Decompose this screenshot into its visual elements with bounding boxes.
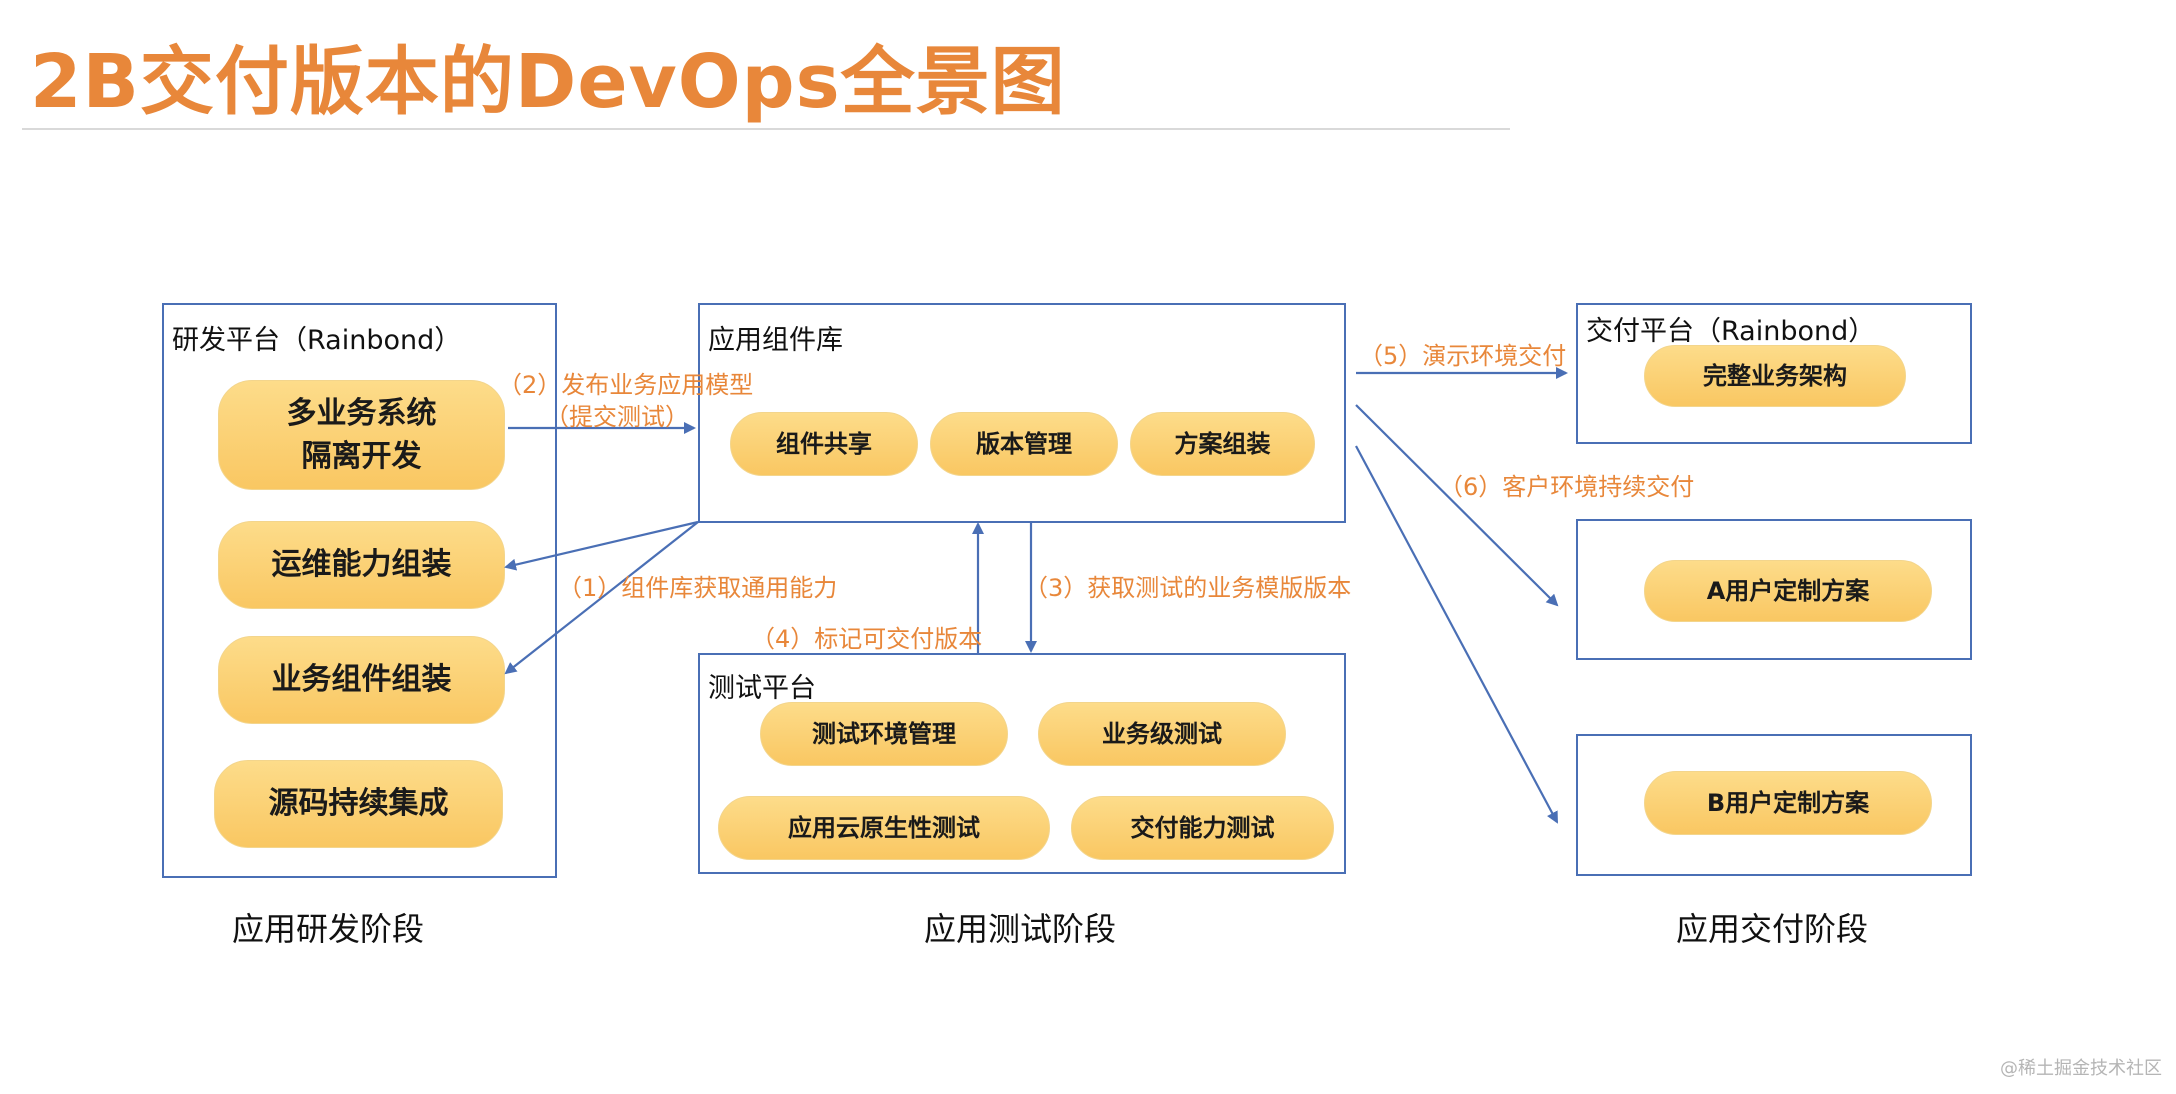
edge-label-4: （4）标记可交付版本 <box>751 625 983 653</box>
test-platform-label: 测试平台 <box>708 673 816 704</box>
arrow-6-customer-a <box>1355 404 1559 607</box>
customer-a-solution-pill: A用户定制方案 <box>1644 560 1932 622</box>
arrow-6-customer-b <box>1355 445 1558 824</box>
delivery-platform-label: 交付平台（Rainbond） <box>1586 316 1876 347</box>
full-business-architecture-pill: 完整业务架构 <box>1644 345 1906 407</box>
version-management-pill: 版本管理 <box>930 412 1118 476</box>
test-platform-panel: 测试平台 测试环境管理 业务级测试 应用云原生性测试 交付能力测试 <box>698 653 1346 874</box>
stage-label-delivery: 应用交付阶段 <box>1676 910 1869 948</box>
edge-label-1: （1）组件库获取通用能力 <box>558 574 838 602</box>
edge-label-2-line2: （提交测试） <box>545 403 689 431</box>
stage-label-test: 应用测试阶段 <box>924 910 1117 948</box>
source-ci-pill: 源码持续集成 <box>214 760 503 848</box>
customer-b-solution-pill: B用户定制方案 <box>1644 771 1932 835</box>
test-env-management-pill: 测试环境管理 <box>760 702 1008 766</box>
delivery-capability-test-pill: 交付能力测试 <box>1071 796 1334 860</box>
cloud-native-test-pill: 应用云原生性测试 <box>718 796 1050 860</box>
edge-label-2-line1: （2）发布业务应用模型 <box>498 371 754 399</box>
component-library-panel: 应用组件库 组件共享 版本管理 方案组装 <box>698 303 1346 523</box>
component-library-label: 应用组件库 <box>708 325 843 356</box>
arrow-1-to-ops <box>504 520 699 571</box>
multi-business-dev-pill: 多业务系统 隔离开发 <box>218 380 505 490</box>
dev-platform-label: 研发平台（Rainbond） <box>172 325 462 356</box>
customer-b-panel: B用户定制方案 <box>1576 734 1972 876</box>
stage-label-dev: 应用研发阶段 <box>232 910 425 948</box>
delivery-platform-panel: 交付平台（Rainbond） 完整业务架构 <box>1576 303 1972 444</box>
title-divider <box>22 128 1510 130</box>
arrow-1-to-business <box>504 521 699 675</box>
business-component-assembly-pill: 业务组件组装 <box>218 636 505 724</box>
page-title: 2B交付版本的DevOps全景图 <box>30 39 1066 125</box>
component-sharing-pill: 组件共享 <box>730 412 918 476</box>
business-level-test-pill: 业务级测试 <box>1038 702 1286 766</box>
customer-a-panel: A用户定制方案 <box>1576 519 1972 660</box>
watermark: @稀土掘金技术社区 <box>2000 1058 2162 1079</box>
solution-assembly-pill: 方案组装 <box>1130 412 1315 476</box>
edge-label-6: （6）客户环境持续交付 <box>1439 473 1695 501</box>
edge-label-5: （5）演示环境交付 <box>1359 342 1567 370</box>
dev-platform-panel: 研发平台（Rainbond） 多业务系统 隔离开发 运维能力组装 业务组件组装 … <box>162 303 557 878</box>
edge-label-3: （3）获取测试的业务模版版本 <box>1024 574 1352 602</box>
